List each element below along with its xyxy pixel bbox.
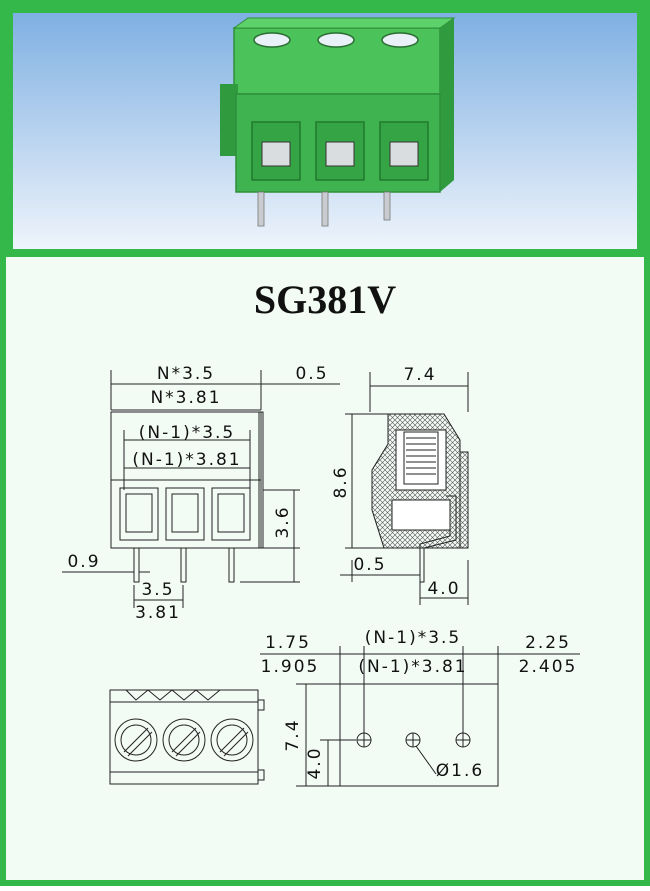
dim-top2: N*3.81	[150, 388, 221, 408]
dim-bottom-left: 0.5	[353, 555, 386, 575]
dim-height: 8.6	[331, 465, 351, 498]
dim-pcb-height: 7.4	[283, 718, 303, 751]
dim-right-top: 0.5	[295, 364, 328, 384]
dim-hole-offset: 4.0	[305, 746, 325, 779]
side-view-labels: 7.4 8.6 0.5 4.0	[331, 365, 460, 599]
dim-mid1: (N-1)*3.5	[139, 423, 235, 443]
dim-mid2: (N-1)*3.81	[132, 450, 241, 470]
dim-pcb-mid1: (N-1)*3.5	[365, 628, 461, 648]
dim-right2: 2.405	[519, 657, 578, 677]
dim-top1: N*3.5	[157, 364, 215, 384]
dim-pcb-mid2: (N-1)*3.81	[358, 657, 467, 677]
dim-right: 3.6	[273, 505, 293, 538]
dim-left2: 1.905	[261, 657, 320, 677]
pcb-view-labels: 1.75 1.905 (N-1)*3.5 (N-1)*3.81 2.25 2.4…	[261, 628, 578, 781]
dim-hole-dia: Ø1.6	[436, 761, 484, 781]
dim-pin-pitch1: 3.5	[141, 580, 174, 600]
dim-left1: 1.75	[265, 633, 311, 653]
dim-pin-pitch2: 3.81	[135, 603, 181, 623]
pcb-layout-view	[260, 646, 580, 787]
product-title: SG381V	[254, 277, 396, 322]
top-view	[109, 689, 265, 785]
side-view	[340, 372, 469, 605]
connector-photo	[220, 17, 456, 227]
front-view-labels: N*3.5 N*3.81 0.5 (N-1)*3.5 (N-1)*3.81 3.…	[67, 364, 328, 623]
dim-left-pin: 0.9	[67, 552, 100, 572]
dim-right1: 2.25	[525, 633, 571, 653]
dim-width: 7.4	[403, 365, 436, 385]
front-view	[62, 370, 340, 608]
dim-bottom-right: 4.0	[427, 579, 460, 599]
